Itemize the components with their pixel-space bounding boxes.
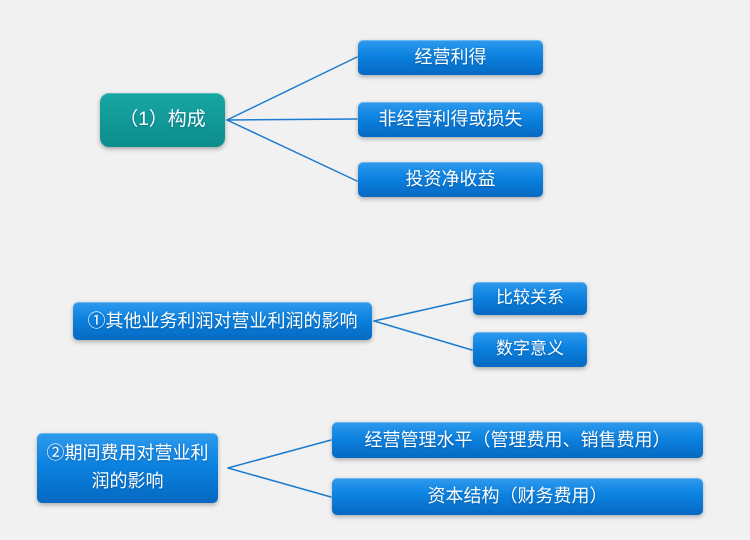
node-comparison-relation[interactable]: 比较关系 — [473, 282, 587, 315]
node-net-investment-income[interactable]: 投资净收益 — [358, 162, 543, 197]
connector-line — [373, 320, 473, 351]
node-label: 非经营利得或损失 — [378, 109, 523, 130]
node-label: 资本结构（财务费用） — [427, 486, 608, 507]
connector-line — [227, 467, 332, 498]
node-label: 经营利得 — [414, 47, 487, 68]
node-label: 投资净收益 — [405, 169, 496, 190]
node-label: 比较关系 — [496, 288, 564, 308]
node-period-expense-parent[interactable]: ②期间费用对营业利润的影响 — [37, 433, 218, 503]
node-label: ①其他业务利润对营业利润的影响 — [87, 310, 358, 331]
node-operating-gains[interactable]: 经营利得 — [358, 40, 543, 75]
node-label: ②期间费用对营业利润的影响 — [46, 443, 209, 491]
node-management-level[interactable]: 经营管理水平（管理费用、销售费用） — [332, 422, 703, 458]
node-label: （1）构成 — [119, 109, 206, 131]
node-label: 经营管理水平（管理费用、销售费用） — [364, 429, 671, 450]
node-other-business-profit-parent[interactable]: ①其他业务利润对营业利润的影响 — [73, 302, 372, 340]
node-nonoperating-gains-losses[interactable]: 非经营利得或损失 — [358, 102, 543, 137]
node-label: 数字意义 — [496, 339, 564, 359]
node-numeric-meaning[interactable]: 数字意义 — [473, 332, 587, 367]
connector-line — [227, 439, 332, 469]
connector-line — [226, 119, 358, 182]
node-composition-parent[interactable]: （1）构成 — [100, 93, 225, 147]
connector-line — [226, 56, 358, 121]
node-capital-structure[interactable]: 资本结构（财务费用） — [332, 478, 703, 515]
connector-line — [226, 118, 358, 121]
connector-line — [373, 298, 473, 322]
